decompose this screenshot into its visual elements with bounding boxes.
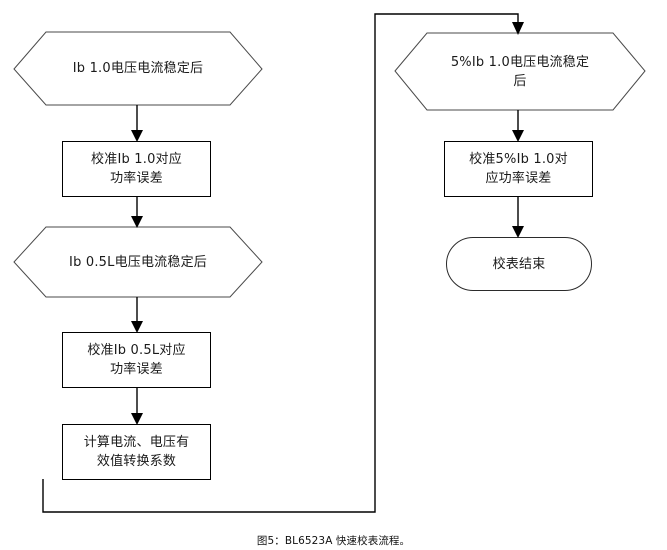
hexagon-ib-0-5l-stable[interactable] xyxy=(13,226,263,298)
arrowhead-calib5percent-to-end xyxy=(512,226,524,238)
figure-caption: 图5：BL6523A 快速校表流程。 xyxy=(256,535,411,547)
hexagon-ib-1-0-stable[interactable] xyxy=(13,31,263,106)
connector-compute-to-5percent-ib xyxy=(42,13,519,513)
arrowhead-5percent-to-calib5percent xyxy=(512,130,524,142)
arrowhead-ib05l-to-calib05l xyxy=(131,321,143,333)
terminator-calibration-end[interactable] xyxy=(446,237,592,291)
process-calibrate-ib-1-0[interactable] xyxy=(62,141,211,197)
process-calibrate-ib-0-5l[interactable] xyxy=(62,332,211,388)
process-calibrate-5-percent-ib-1-0[interactable] xyxy=(444,141,593,197)
process-compute-rms-coefficient[interactable] xyxy=(62,424,211,480)
arrowhead-calib1-to-ib05l xyxy=(131,216,143,228)
arrowhead-ib1-to-calib1 xyxy=(131,130,143,142)
hexagon-5-percent-ib-1-0-stable[interactable] xyxy=(394,32,646,111)
arrowhead-compute-to-5percent-ib xyxy=(512,22,524,35)
arrowhead-calib05l-to-compute xyxy=(131,413,143,425)
